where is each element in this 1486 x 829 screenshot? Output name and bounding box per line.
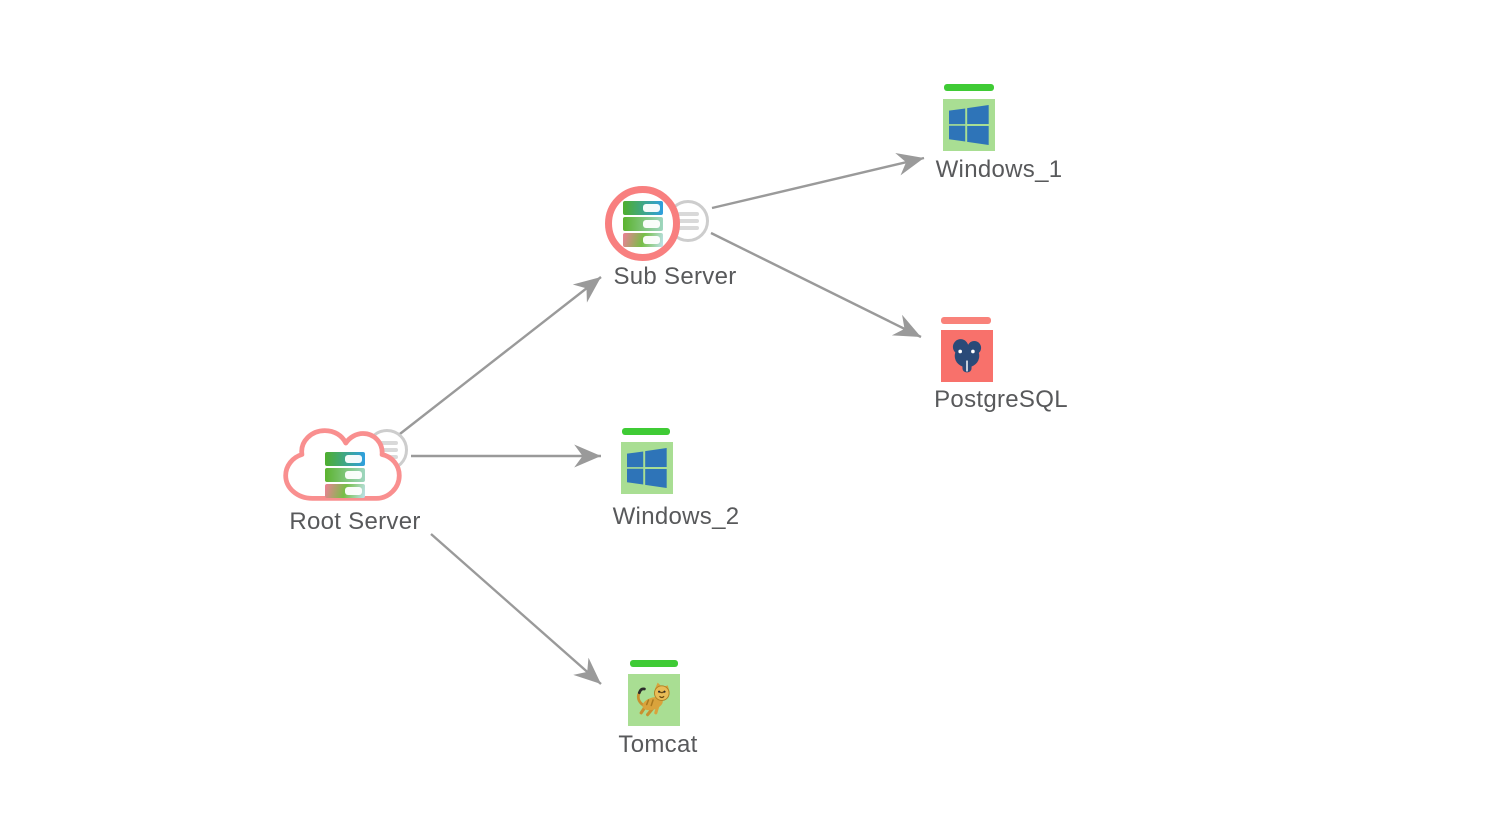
server-bar [325, 468, 365, 482]
server-bar [325, 484, 365, 498]
node-root-server: Root Server [255, 421, 455, 541]
server-bar [622, 232, 663, 247]
server-bar [622, 216, 663, 231]
hamburger-icon [376, 441, 398, 445]
windows-1-tile[interactable] [943, 99, 995, 151]
edge-subserver-to-postgresql [710, 231, 922, 339]
windows-logo-icon [627, 448, 667, 488]
status-bar [630, 660, 678, 667]
node-label-windows-2: Windows_2 [612, 503, 740, 530]
postgresql-elephant-icon [952, 339, 982, 373]
status-bar [622, 428, 670, 435]
server-stack-icon [325, 452, 365, 498]
status-bar [941, 317, 991, 324]
windows-logo-icon [949, 105, 989, 145]
node-label-tomcat: Tomcat [618, 731, 698, 758]
node-label-postgresql: PostgreSQL [934, 386, 1068, 413]
server-stack-icon [622, 200, 663, 247]
node-postgresql: PostgreSQL [901, 317, 1101, 417]
node-label-root-server: Root Server [289, 508, 421, 535]
hamburger-icon [677, 212, 699, 216]
node-sub-server: Sub Server [570, 181, 780, 296]
sub-server-ring[interactable] [605, 186, 680, 261]
node-windows-1: Windows_1 [899, 84, 1099, 184]
node-windows-2: Windows_2 [576, 428, 776, 530]
node-tomcat: Tomcat [558, 660, 758, 760]
edge-subserver-to-windows1 [711, 152, 925, 210]
server-bar [622, 200, 663, 215]
status-bar [944, 84, 994, 91]
tomcat-tile[interactable] [628, 674, 680, 726]
edge-root-to-tomcat [430, 533, 602, 685]
postgresql-tile[interactable] [941, 330, 993, 382]
server-bar [325, 452, 365, 466]
windows-2-tile[interactable] [621, 442, 673, 494]
node-label-sub-server: Sub Server [613, 263, 737, 290]
node-label-windows-1: Windows_1 [935, 156, 1063, 183]
tomcat-cat-icon [636, 682, 670, 717]
edge-root-to-subserver [395, 276, 602, 438]
